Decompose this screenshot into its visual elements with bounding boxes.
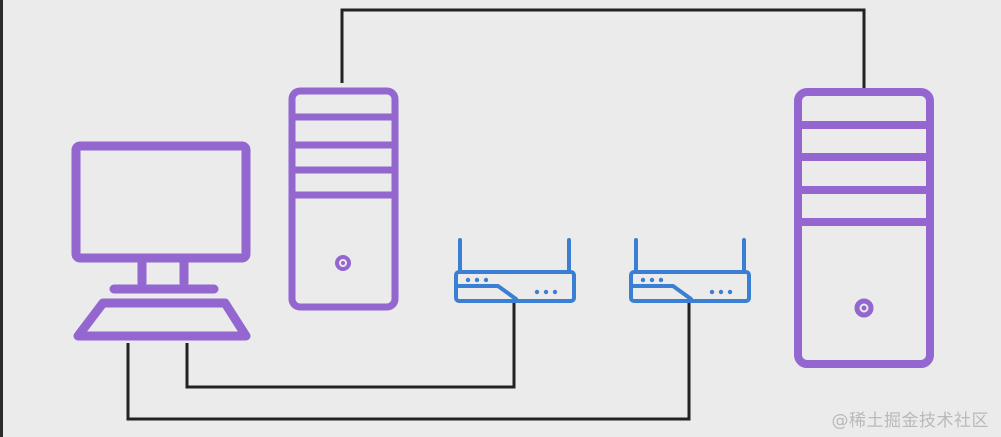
router-right-port <box>727 289 733 295</box>
connection-server-left-to-server-right <box>340 8 866 89</box>
router-left-led <box>483 277 489 283</box>
router-left-port <box>534 289 540 295</box>
router-left-led <box>465 277 471 283</box>
router-left-port <box>543 289 549 295</box>
router-right-led <box>649 277 655 283</box>
router-right-port <box>709 289 715 295</box>
server-left-power-button <box>335 255 351 271</box>
server-tower-icon <box>288 87 399 311</box>
server-tower-icon <box>794 88 934 368</box>
router-icon <box>629 238 751 303</box>
router-right-port <box>718 289 724 295</box>
router-right-led <box>658 277 664 283</box>
router-right-led <box>640 277 646 283</box>
keyboard <box>73 298 251 341</box>
desktop-computer-icon <box>71 141 251 341</box>
monitor <box>71 141 251 263</box>
router-left-body-notch <box>454 284 518 301</box>
watermark-text: @稀土掘金技术社区 <box>831 411 989 431</box>
router-left-port <box>552 289 558 295</box>
server-right-power-button <box>854 298 874 318</box>
server-left-power-dot <box>341 261 345 265</box>
server-right-case <box>794 88 934 368</box>
router-left-led <box>474 277 480 283</box>
connection-computer-to-router-right <box>126 303 691 421</box>
server-right-power-dot <box>861 305 867 311</box>
connection-computer-to-router-left <box>185 303 516 389</box>
server-left-case <box>288 87 399 311</box>
left-border <box>0 0 3 437</box>
router-right-body-notch <box>629 284 693 301</box>
router-icon <box>454 238 576 303</box>
